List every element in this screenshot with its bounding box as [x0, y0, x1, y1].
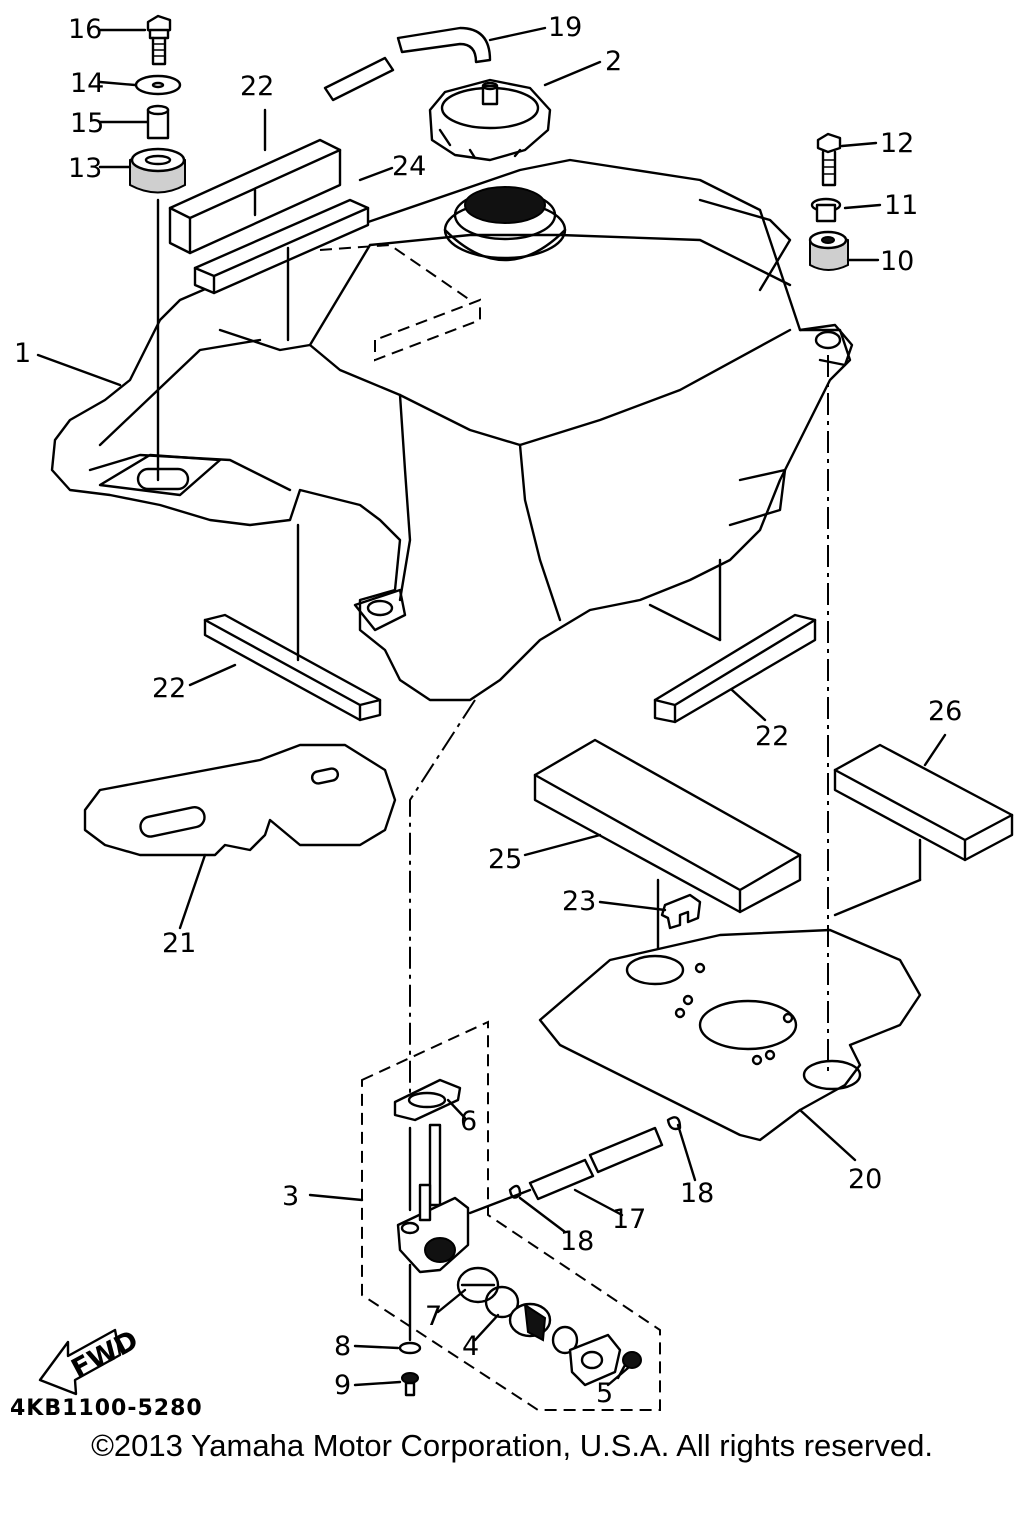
- clip-18-a[interactable]: [508, 1184, 522, 1199]
- fuel-cock-body[interactable]: [396, 1123, 470, 1274]
- callout-18-left: 18: [560, 1226, 594, 1257]
- bolt-12[interactable]: [816, 132, 842, 187]
- diagram-code: 4KB1100-5280: [10, 1396, 203, 1421]
- callout-5: 5: [596, 1378, 613, 1409]
- callout-8: 8: [334, 1331, 351, 1362]
- screw-9[interactable]: [401, 1372, 419, 1397]
- washer-8[interactable]: [398, 1341, 422, 1355]
- callout-22-top: 22: [240, 71, 274, 102]
- plate-20[interactable]: [538, 928, 922, 1142]
- callout-14: 14: [70, 68, 104, 99]
- callout-12: 12: [880, 128, 914, 159]
- collar-15[interactable]: [146, 104, 170, 140]
- fuel-tank[interactable]: [50, 158, 854, 702]
- callout-3: 3: [282, 1181, 299, 1212]
- callout-20: 20: [848, 1164, 882, 1195]
- filter-7[interactable]: [456, 1266, 500, 1304]
- clip-23[interactable]: [660, 893, 702, 930]
- fwd-arrow-icon: FWD: [38, 1325, 143, 1396]
- breather-hose[interactable]: [323, 26, 492, 102]
- callout-10: 10: [880, 246, 914, 277]
- grommet-13[interactable]: [129, 147, 186, 194]
- callout-11: 11: [884, 190, 918, 221]
- leader-lines: [36, 26, 947, 1387]
- copyright-notice: ©2013 Yamaha Motor Corporation, U.S.A. A…: [91, 1428, 933, 1463]
- callout-9: 9: [334, 1370, 351, 1401]
- fwd-label: FWD: [66, 1325, 143, 1386]
- gasket-6[interactable]: [393, 1078, 462, 1122]
- damper-22-bottom-right[interactable]: [653, 613, 817, 724]
- fuel-cock-assembly-outline: [361, 1020, 661, 1411]
- washer-14[interactable]: [134, 74, 182, 96]
- fuel-hose-17[interactable]: [528, 1126, 664, 1201]
- callout-2: 2: [605, 46, 622, 77]
- callout-26: 26: [928, 696, 962, 727]
- callout-16: 16: [68, 14, 102, 45]
- damper-26[interactable]: [833, 743, 1014, 862]
- collar-11[interactable]: [810, 197, 842, 223]
- callout-1: 1: [14, 338, 31, 369]
- callout-25: 25: [488, 844, 522, 875]
- lever-plate[interactable]: [568, 1333, 622, 1387]
- protector-21[interactable]: [83, 743, 397, 857]
- damper-24[interactable]: [193, 198, 370, 295]
- gasket-4[interactable]: [484, 1285, 520, 1319]
- callout-13: 13: [68, 153, 102, 184]
- callout-4: 4: [462, 1331, 479, 1362]
- callout-18-right: 18: [680, 1178, 714, 1209]
- lever-knob[interactable]: [508, 1302, 552, 1342]
- fuel-cap[interactable]: [428, 78, 552, 162]
- callout-15: 15: [70, 108, 104, 139]
- callouts: 16 14 15 13 19 2 22 24 12 11 10 1 22 22 …: [10, 12, 962, 1421]
- callout-19: 19: [548, 12, 582, 43]
- bolt-16[interactable]: [146, 14, 172, 66]
- callout-24: 24: [392, 151, 426, 182]
- callout-23: 23: [562, 886, 596, 917]
- callout-6: 6: [460, 1106, 477, 1137]
- callout-21: 21: [162, 928, 196, 959]
- grommet-10[interactable]: [808, 230, 849, 271]
- damper-25[interactable]: [533, 738, 802, 914]
- callout-22-right: 22: [755, 721, 789, 752]
- callout-17: 17: [612, 1204, 646, 1235]
- o-ring[interactable]: [551, 1325, 579, 1355]
- callout-7: 7: [425, 1301, 442, 1332]
- damper-22-bottom-left[interactable]: [203, 613, 382, 722]
- callout-22-left: 22: [152, 673, 186, 704]
